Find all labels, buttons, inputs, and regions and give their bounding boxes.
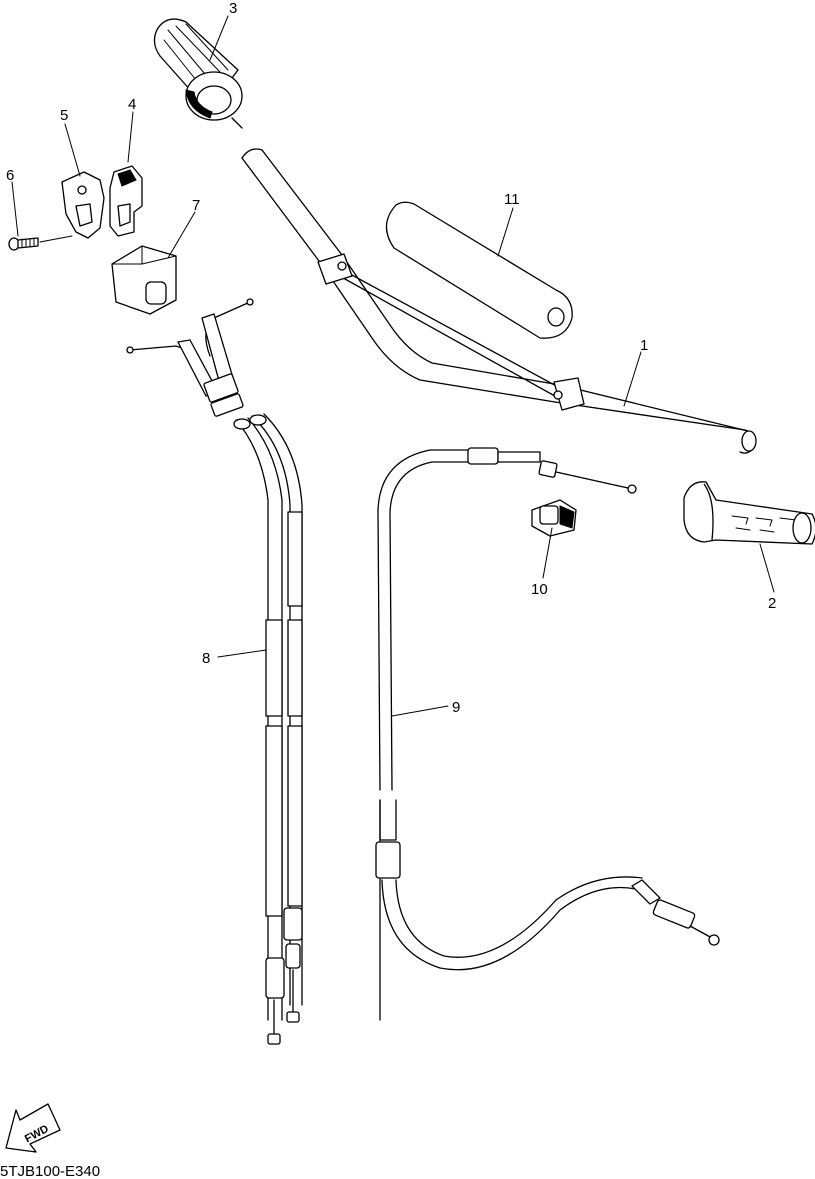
callout-1: 1 xyxy=(640,337,648,354)
clutch-cable xyxy=(375,447,720,1021)
callout-5: 5 xyxy=(60,107,68,124)
throttle-housing-upper xyxy=(109,165,143,237)
cable-adjuster xyxy=(531,499,577,537)
screw xyxy=(8,237,39,251)
fwd-arrow-icon: FWD xyxy=(5,1103,61,1153)
callout-10: 10 xyxy=(531,581,548,598)
callout-4: 4 xyxy=(128,96,136,113)
left-grip xyxy=(683,481,815,545)
brace-pad xyxy=(385,201,573,339)
leader-lines xyxy=(11,15,775,717)
throttle-grip xyxy=(153,18,243,129)
callout-numbers: 1 2 3 4 5 6 7 8 9 10 11 xyxy=(6,0,776,716)
callout-7: 7 xyxy=(192,197,200,214)
callout-6: 6 xyxy=(6,167,14,184)
throttle-cover xyxy=(111,245,177,315)
throttle-cable-assy xyxy=(126,298,303,1045)
callout-11: 11 xyxy=(504,191,520,208)
drawing-code: 5TJB100-E340 xyxy=(0,1163,100,1179)
callout-2: 2 xyxy=(768,595,776,612)
callout-3: 3 xyxy=(229,0,237,17)
handlebar xyxy=(241,148,757,454)
callout-8: 8 xyxy=(202,650,210,667)
callout-9: 9 xyxy=(452,699,460,716)
throttle-housing-lower xyxy=(61,171,105,239)
